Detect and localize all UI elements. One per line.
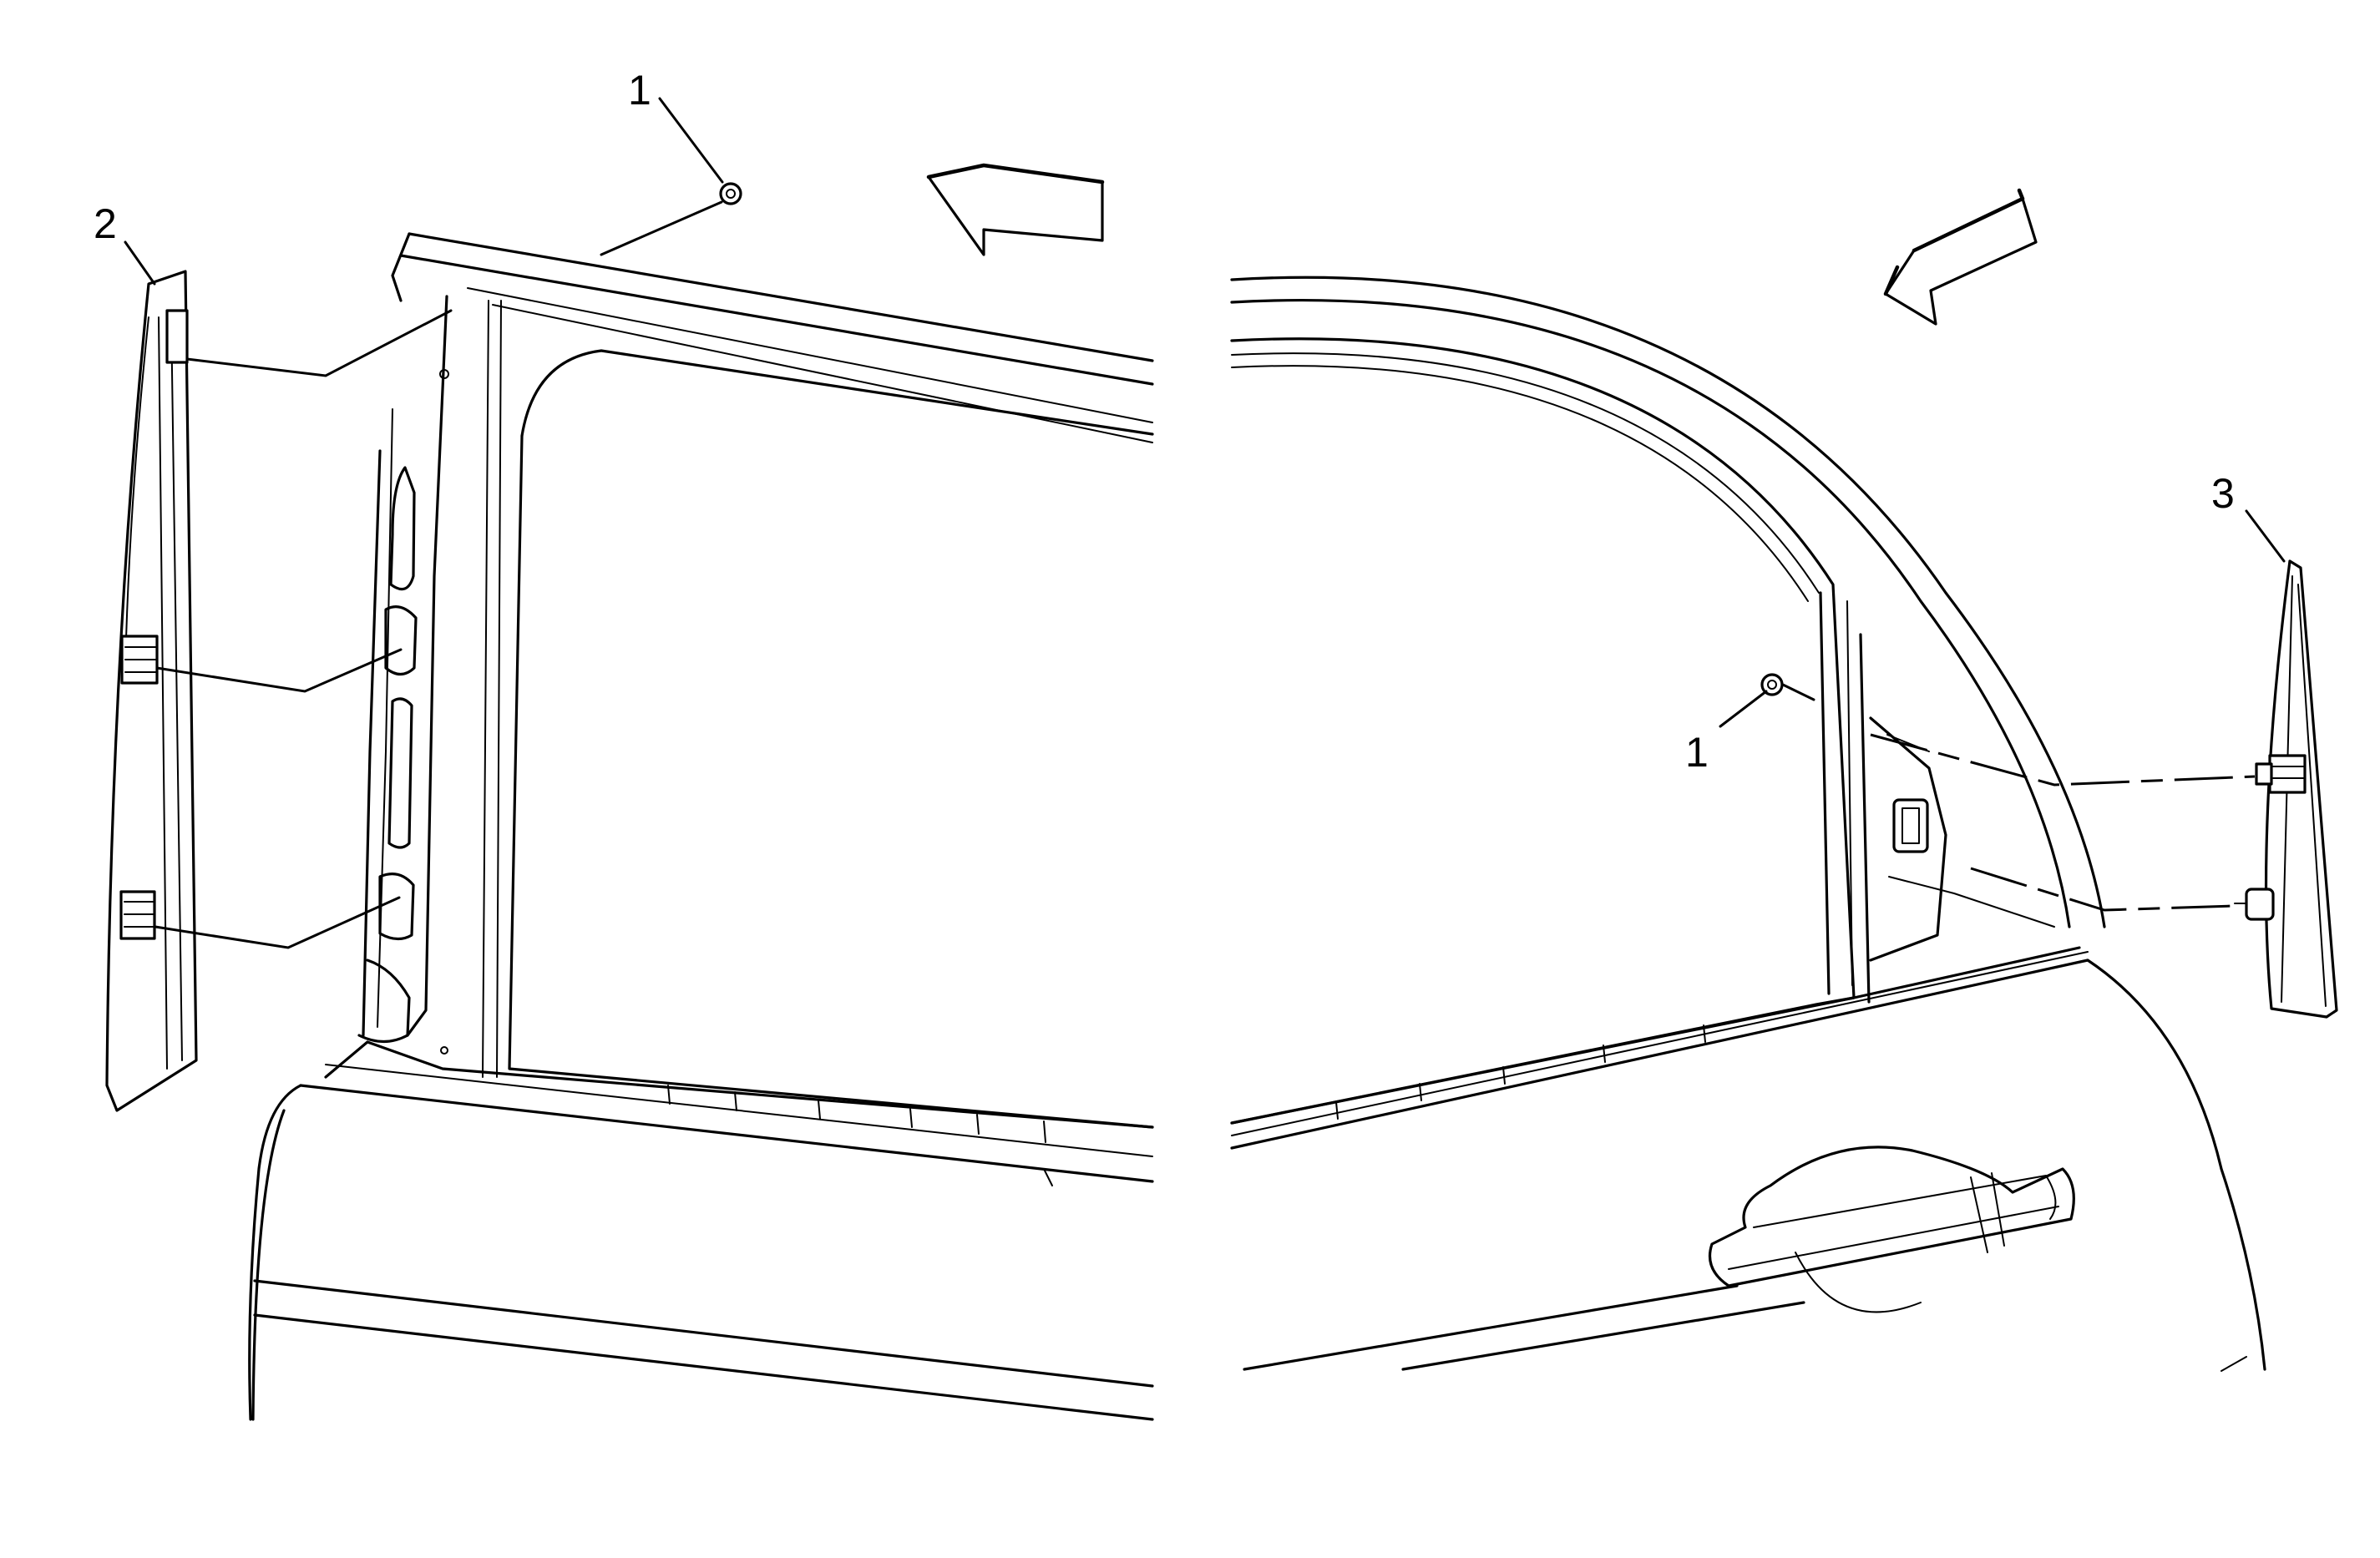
- callout-1-right: 1: [1685, 729, 1709, 776]
- fastener-1-top-leader: [600, 200, 723, 256]
- left-direction-arrow-icon: [926, 163, 1105, 256]
- fastener-1-right-leader: [1719, 690, 1768, 728]
- callout-3-leader: [2245, 509, 2286, 563]
- applique-3: [2234, 559, 2338, 1019]
- fastener-1-right-post-leader: [1781, 683, 1815, 701]
- diagonal-direction-arrow-icon: [1883, 188, 2038, 326]
- clip-leader-middle: [155, 648, 403, 693]
- clip-attach-line-lower: [1970, 867, 2236, 912]
- door-handle: [1708, 1146, 2075, 1313]
- callout-1-top: 1: [628, 67, 651, 114]
- clip-leader-upper: [185, 309, 453, 377]
- clip-attach-line-upper: [1870, 733, 2256, 787]
- applique-2: [105, 270, 198, 1112]
- front-door-view: [1230, 276, 2266, 1372]
- clip-leader-lower: [154, 896, 401, 949]
- callout-3: 3: [2211, 470, 2235, 517]
- callout-2-leader: [124, 240, 156, 286]
- rear-door-view: [248, 232, 1154, 1421]
- fastener-1-top: [719, 182, 742, 205]
- callout-2: 2: [94, 200, 117, 247]
- callout-1-top-leader: [658, 97, 724, 184]
